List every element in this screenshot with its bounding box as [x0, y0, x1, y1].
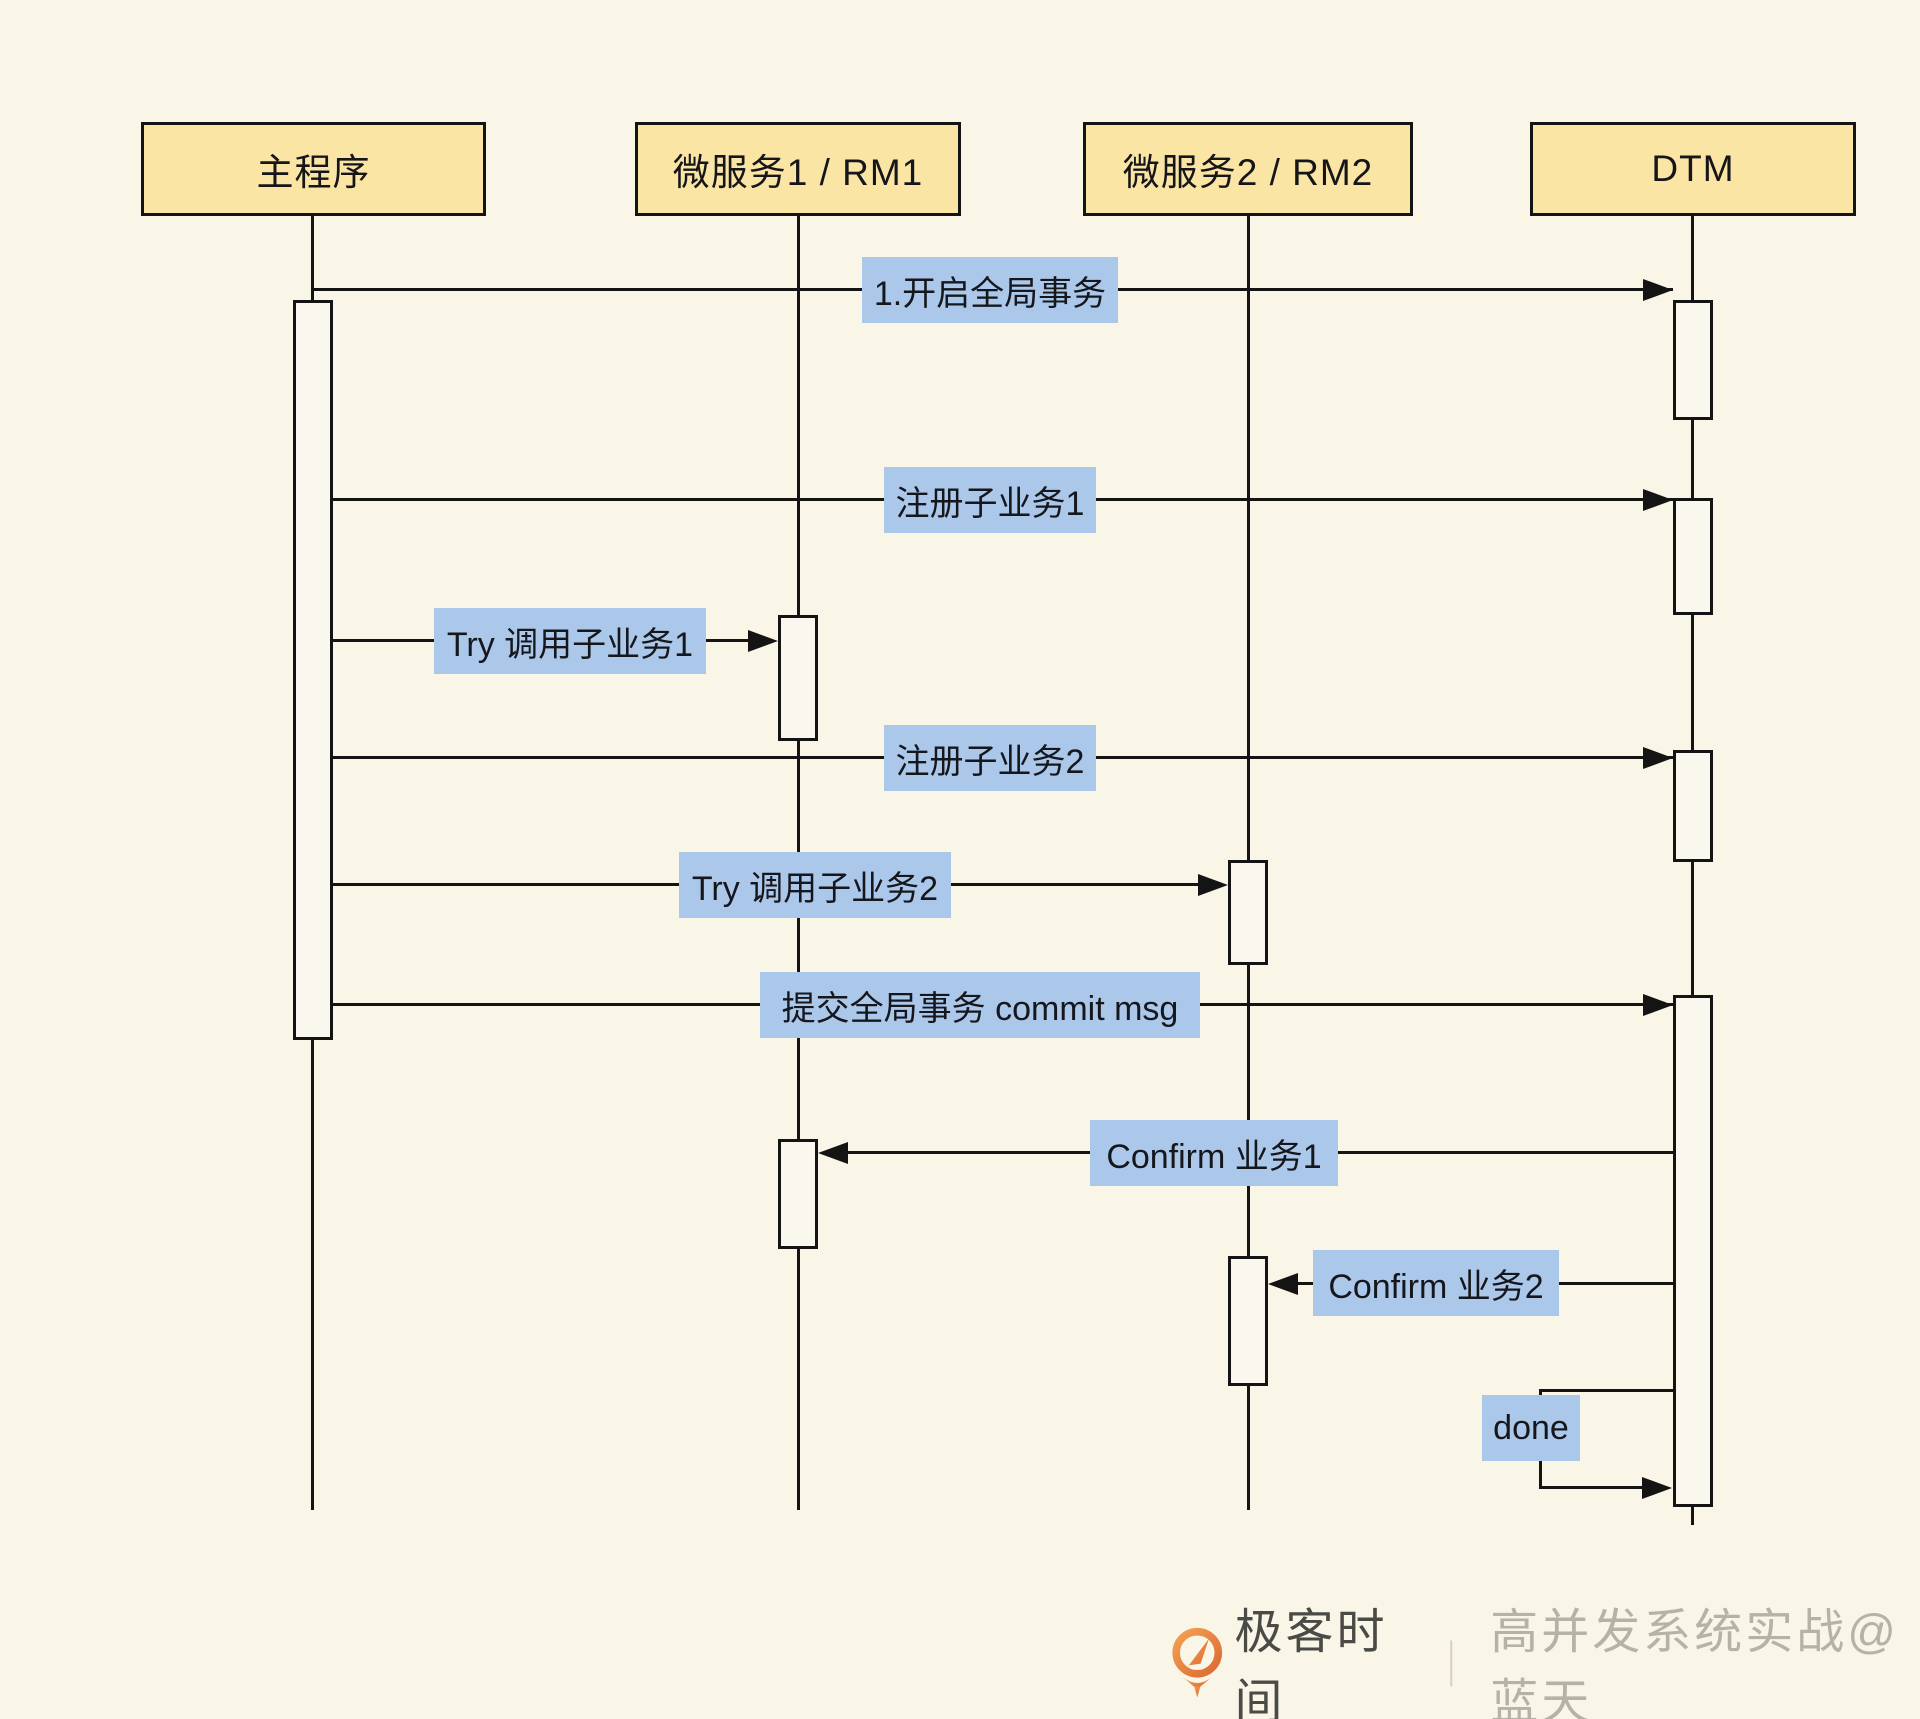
arrowhead-right-icon	[1198, 874, 1228, 896]
arrowhead-right-icon	[1643, 747, 1673, 769]
message-text: Try 调用子业务1	[446, 625, 694, 664]
arrowhead-right-icon	[1642, 1477, 1672, 1499]
message-text: 提交全局事务 commit msg	[781, 989, 1179, 1028]
arrowhead-right-icon	[1643, 279, 1673, 301]
arrowhead-right-icon	[748, 630, 778, 652]
actor-label: DTM	[1651, 148, 1735, 189]
self-loop-bottom-line	[1540, 1486, 1642, 1489]
watermark-credit: 高并发系统实战@蓝天	[1490, 1606, 1899, 1719]
message-label: 1.开启全局事务	[862, 257, 1118, 323]
geektime-logo-icon	[1172, 1627, 1223, 1698]
message-label: 注册子业务2	[884, 725, 1096, 791]
self-loop-top-line	[1540, 1389, 1673, 1392]
activation-bar-dtm-1	[1673, 300, 1713, 420]
activation-bar-rm2-try	[1228, 860, 1268, 965]
message-text: done	[1493, 1408, 1569, 1447]
arrowhead-left-icon	[818, 1142, 848, 1164]
activation-bar-rm2-confirm	[1228, 1256, 1268, 1386]
actor-box-dtm: DTM	[1530, 122, 1856, 216]
arrowhead-right-icon	[1643, 489, 1673, 511]
message-label: done	[1482, 1395, 1580, 1461]
arrowhead-left-icon	[1268, 1273, 1298, 1295]
message-label: Confirm 业务2	[1313, 1250, 1559, 1316]
lifeline-dtm	[1691, 216, 1694, 1525]
message-text: 注册子业务2	[895, 742, 1085, 781]
actor-label: 微服务2 / RM2	[1122, 152, 1374, 193]
activation-bar-dtm-3	[1673, 750, 1713, 862]
watermark: 极客时间 ｜ 高并发系统实战@蓝天	[1172, 1606, 1920, 1719]
actor-box-rm1: 微服务1 / RM1	[635, 122, 961, 216]
message-text: Try 调用子业务2	[691, 869, 939, 908]
activation-bar-dtm-4	[1673, 995, 1713, 1507]
message-text: 注册子业务1	[895, 484, 1085, 523]
activation-bar-main	[293, 300, 333, 1040]
message-text: Confirm 业务2	[1328, 1267, 1544, 1306]
message-text: Confirm 业务1	[1106, 1137, 1322, 1176]
activation-bar-dtm-2	[1673, 498, 1713, 615]
activation-bar-rm1-try	[778, 615, 818, 741]
watermark-divider: ｜	[1428, 1639, 1475, 1691]
message-label: Try 调用子业务2	[679, 852, 951, 918]
arrowhead-right-icon	[1643, 994, 1673, 1016]
actor-label: 主程序	[256, 152, 371, 193]
message-label: 提交全局事务 commit msg	[760, 972, 1200, 1038]
activation-bar-rm1-confirm	[778, 1139, 818, 1249]
actor-label: 微服务1 / RM1	[672, 152, 924, 193]
watermark-brand: 极客时间	[1234, 1606, 1388, 1719]
message-label: Try 调用子业务1	[434, 608, 706, 674]
message-text: 1.开启全局事务	[873, 274, 1107, 313]
actor-box-main: 主程序	[141, 122, 486, 216]
message-label: 注册子业务1	[884, 467, 1096, 533]
message-label: Confirm 业务1	[1090, 1120, 1338, 1186]
actor-box-rm2: 微服务2 / RM2	[1083, 122, 1413, 216]
